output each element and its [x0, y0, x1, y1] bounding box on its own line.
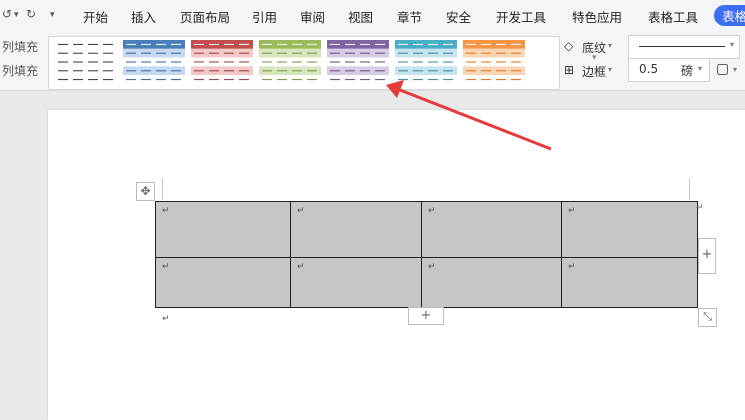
paragraph-mark: ↵ [428, 206, 436, 216]
table-row: ↵ ↵ ↵ ↵ [155, 201, 698, 258]
border-color-icon[interactable]: ▢ [716, 61, 730, 77]
add-column-button[interactable]: + [698, 238, 716, 274]
paragraph-mark: ↵ [568, 262, 576, 272]
border-style-select[interactable]: ▾ [628, 35, 740, 59]
border-width-dropdown-icon[interactable]: ▾ [698, 64, 703, 73]
tab-developer[interactable]: 开发工具 [496, 10, 547, 25]
border-width-unit: 磅 [681, 64, 694, 78]
table-style-swatch[interactable] [259, 40, 321, 84]
redo-icon[interactable]: ↻ [26, 7, 37, 21]
paragraph-mark-after-table: ↵ [162, 314, 170, 324]
tab-review[interactable]: 审阅 [300, 10, 326, 25]
paragraph-mark: ↵ [568, 206, 576, 216]
tab-start[interactable]: 开始 [83, 10, 109, 25]
table-cell[interactable]: ↵ [421, 201, 562, 258]
undo-dropdown-icon[interactable]: ▾ [14, 10, 19, 20]
add-row-button[interactable]: + [408, 307, 444, 325]
border-width-value: 0.5 [639, 62, 659, 76]
tab-security[interactable]: 安全 [446, 10, 472, 25]
border-icon[interactable]: ⊞ [564, 63, 575, 77]
table-cell[interactable]: ↵ [155, 257, 291, 308]
border-width-select[interactable]: 0.5 磅 ▾ [628, 58, 710, 82]
paragraph-mark: ↵ [297, 262, 305, 272]
menu-bar: ↺ ▾ ↻ ▾ 开始 插入 页面布局 引用 审阅 视图 章节 安全 开发工具 特… [0, 0, 745, 32]
paragraph-mark: ↵ [162, 262, 170, 272]
table-style-swatch[interactable] [55, 40, 117, 84]
tab-references[interactable]: 引用 [252, 10, 278, 25]
table-cell[interactable]: ↵ [561, 201, 698, 258]
table-cell[interactable]: ↵ [290, 201, 422, 258]
table-style-gallery: ▾ [48, 36, 597, 90]
table-style-swatch[interactable] [463, 40, 525, 84]
tab-table-style[interactable]: 表格 [714, 5, 745, 26]
border-button[interactable]: 边框 [582, 65, 607, 79]
paragraph-mark: ↵ [428, 262, 436, 272]
table-cell[interactable]: ↵ [421, 257, 562, 308]
paragraph-mark: ↵ [162, 206, 170, 216]
ribbon-toolbar: 列填充 列填充 ▾ ◇ 底纹 ▾ ⊞ 边框 ▾ ▾ 0.5 磅 ▾ ▢ ▾ [0, 32, 745, 91]
shading-button[interactable]: 底纹 [582, 41, 607, 55]
table-style-swatch[interactable] [191, 40, 253, 84]
paragraph-mark: ↵ [297, 206, 305, 216]
tab-special-apps[interactable]: 特色应用 [572, 10, 623, 25]
border-style-dropdown-icon[interactable]: ▾ [730, 40, 735, 49]
tab-insert[interactable]: 插入 [131, 10, 157, 25]
table-style-swatch[interactable] [327, 40, 389, 84]
table-style-swatch[interactable] [395, 40, 457, 84]
gallery-expand-icon[interactable]: ▾ [592, 53, 597, 63]
table-cell[interactable]: ↵ [561, 257, 698, 308]
undo-icon[interactable]: ↺ [2, 7, 13, 21]
tab-table-tools[interactable]: 表格工具 [648, 10, 699, 25]
row-fill-option[interactable]: 列填充 [2, 40, 39, 54]
border-line-preview [639, 46, 725, 47]
tab-page-layout[interactable]: 页面布局 [180, 10, 231, 25]
table-cell[interactable]: ↵ [290, 257, 422, 308]
border-dropdown-icon[interactable]: ▾ [608, 65, 613, 74]
margin-mark-left [162, 178, 163, 200]
shading-dropdown-icon[interactable]: ▾ [608, 41, 613, 50]
table-row: ↵ ↵ ↵ ↵ [155, 257, 698, 308]
row-end-mark: ↵ [696, 203, 704, 213]
table-move-handle[interactable]: ✥ [136, 182, 155, 201]
document-table[interactable]: ↵ ↵ ↵ ↵ ↵ ↵ ↵ ↵ [155, 201, 698, 308]
shading-icon[interactable]: ◇ [564, 39, 574, 53]
tab-chapter[interactable]: 章节 [397, 10, 423, 25]
table-style-swatch[interactable] [123, 40, 185, 84]
table-resize-handle[interactable]: ⤡ [698, 308, 717, 327]
tab-view[interactable]: 视图 [348, 10, 374, 25]
table-cell[interactable]: ↵ [155, 201, 291, 258]
border-color-dropdown-icon[interactable]: ▾ [733, 65, 738, 74]
column-fill-option[interactable]: 列填充 [2, 64, 39, 78]
margin-mark-right [689, 178, 690, 200]
customize-dropdown-icon[interactable]: ▾ [50, 10, 55, 20]
